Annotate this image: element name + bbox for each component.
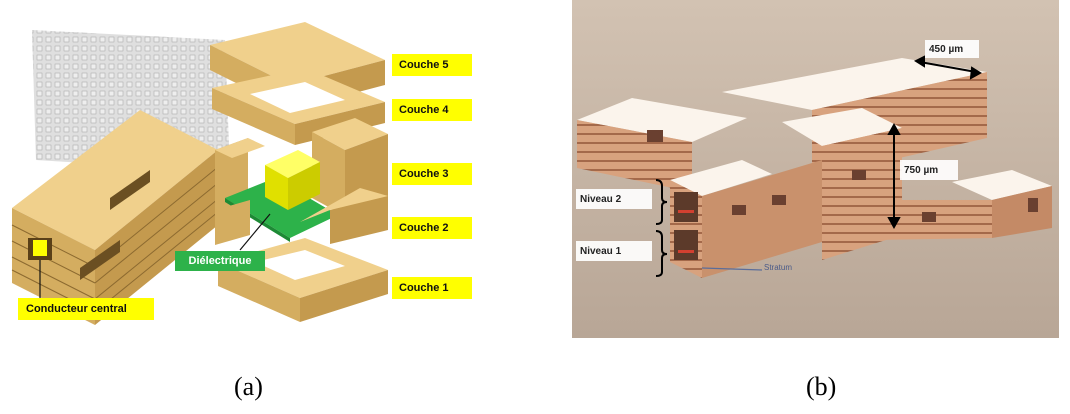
layer-2-label: Couche 2 [392, 217, 472, 239]
layer-1-label: Couche 1 [392, 277, 472, 299]
central-conductor-label: Conducteur central [18, 298, 154, 320]
level-brackets [655, 179, 668, 277]
stratum-label: Stratum [764, 263, 793, 272]
height-dimension-label: 750 µm [900, 160, 958, 180]
assembled-coax-block [11, 110, 219, 325]
central-conductor-marker [33, 240, 47, 256]
panel-a-layer-diagram: Couche 5 Couche 4 Couche 3 Couche 2 Couc… [0, 0, 520, 340]
caption-b: (b) [806, 372, 837, 401]
width-dimension-label: 450 µm [925, 40, 979, 58]
dielectric-pointer [239, 213, 271, 251]
layer-stack-illustration [11, 22, 388, 325]
fabricated-structure-photo [572, 0, 1059, 338]
panel-b-photo: 450 µm 750 µm Niveau 2 Niveau 1 Stratum [572, 0, 1059, 338]
caption-a: (a) [234, 372, 263, 401]
layer-5-label: Couche 5 [392, 54, 472, 76]
dielectric-label: Diélectrique [175, 251, 265, 271]
level-2-label: Niveau 2 [576, 189, 652, 209]
level-1-label: Niveau 1 [576, 241, 652, 261]
central-conductor-cube [265, 150, 320, 210]
layer-3-label: Couche 3 [392, 163, 472, 185]
layer-4-label: Couche 4 [392, 99, 472, 121]
layer-2-block [215, 188, 388, 245]
dimension-arrows [887, 55, 982, 230]
